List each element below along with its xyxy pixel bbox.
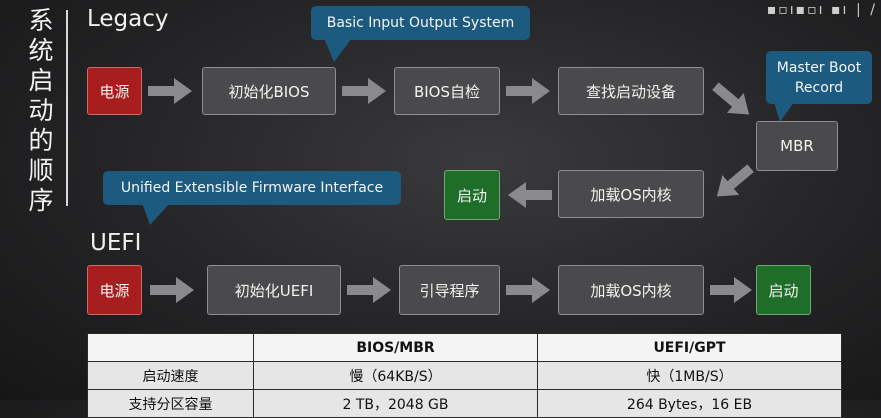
table-header-cell: BIOS/MBR [253, 333, 538, 362]
arrow-right-icon [150, 277, 194, 303]
table-header-cell [87, 333, 254, 362]
bios-callout: Basic Input Output System [311, 6, 530, 40]
legacy-boot-box: 启动 [444, 170, 500, 220]
legacy-bios-post-box: BIOS自检 [394, 67, 500, 115]
table-row: 启动速度 慢（64KB/S） 快（1MB/S） [87, 361, 842, 390]
table-cell: 快（1MB/S） [537, 361, 842, 390]
uefi-init-box: 初始化UEFI [207, 265, 341, 315]
table-row-label: 支持分区容量 [87, 389, 254, 418]
table-row-label: 启动速度 [87, 361, 254, 390]
vertical-title: 系统启动的顺序 [28, 6, 54, 215]
table-cell: 2 TB，2048 GB [253, 389, 538, 418]
arrow-right-icon [506, 78, 550, 104]
comparison-table: BIOS/MBR UEFI/GPT 启动速度 慢（64KB/S） 快（1MB/S… [87, 333, 842, 418]
legacy-mbr-box: MBR [756, 121, 838, 171]
table-cell: 慢（64KB/S） [253, 361, 538, 390]
arrow-right-icon [347, 277, 391, 303]
uefi-label: UEFI [90, 230, 142, 256]
arrow-right-icon [148, 78, 192, 104]
legacy-init-bios-box: 初始化BIOS [202, 67, 336, 115]
table-row: 支持分区容量 2 TB，2048 GB 264 Bytes，16 EB [87, 389, 842, 418]
arrow-right-icon [506, 277, 550, 303]
uefi-load-kernel-box: 加载OS内核 [558, 265, 704, 315]
uefi-callout: Unified Extensible Firmware Interface [103, 171, 401, 205]
title-divider [66, 10, 68, 206]
arrow-right-icon [342, 78, 386, 104]
table-header-row: BIOS/MBR UEFI/GPT [87, 333, 842, 362]
mbr-callout: Master Boot Record [766, 51, 872, 104]
arrow-down-right-icon [712, 82, 750, 115]
uefi-boot-box: 启动 [756, 265, 811, 315]
arrow-left-icon [508, 182, 552, 208]
arrow-right-icon [710, 277, 752, 303]
legacy-find-boot-box: 查找启动设备 [558, 67, 704, 115]
uefi-callout-tail [142, 203, 170, 225]
table-header-cell: UEFI/GPT [537, 333, 842, 362]
table-cell: 264 Bytes，16 EB [537, 389, 842, 418]
arrow-down-left-icon [716, 164, 754, 197]
uefi-bootloader-box: 引导程序 [399, 265, 500, 315]
legacy-load-kernel-box: 加载OS内核 [558, 170, 704, 218]
mbr-callout-tail [774, 102, 794, 122]
legacy-label: Legacy [87, 6, 169, 32]
bios-callout-tail [324, 38, 352, 62]
watermark: ▪▫ı▪▫ı ▪ı ∣ / [766, 2, 877, 18]
legacy-power-box: 电源 [87, 67, 142, 115]
uefi-power-box: 电源 [87, 265, 142, 315]
